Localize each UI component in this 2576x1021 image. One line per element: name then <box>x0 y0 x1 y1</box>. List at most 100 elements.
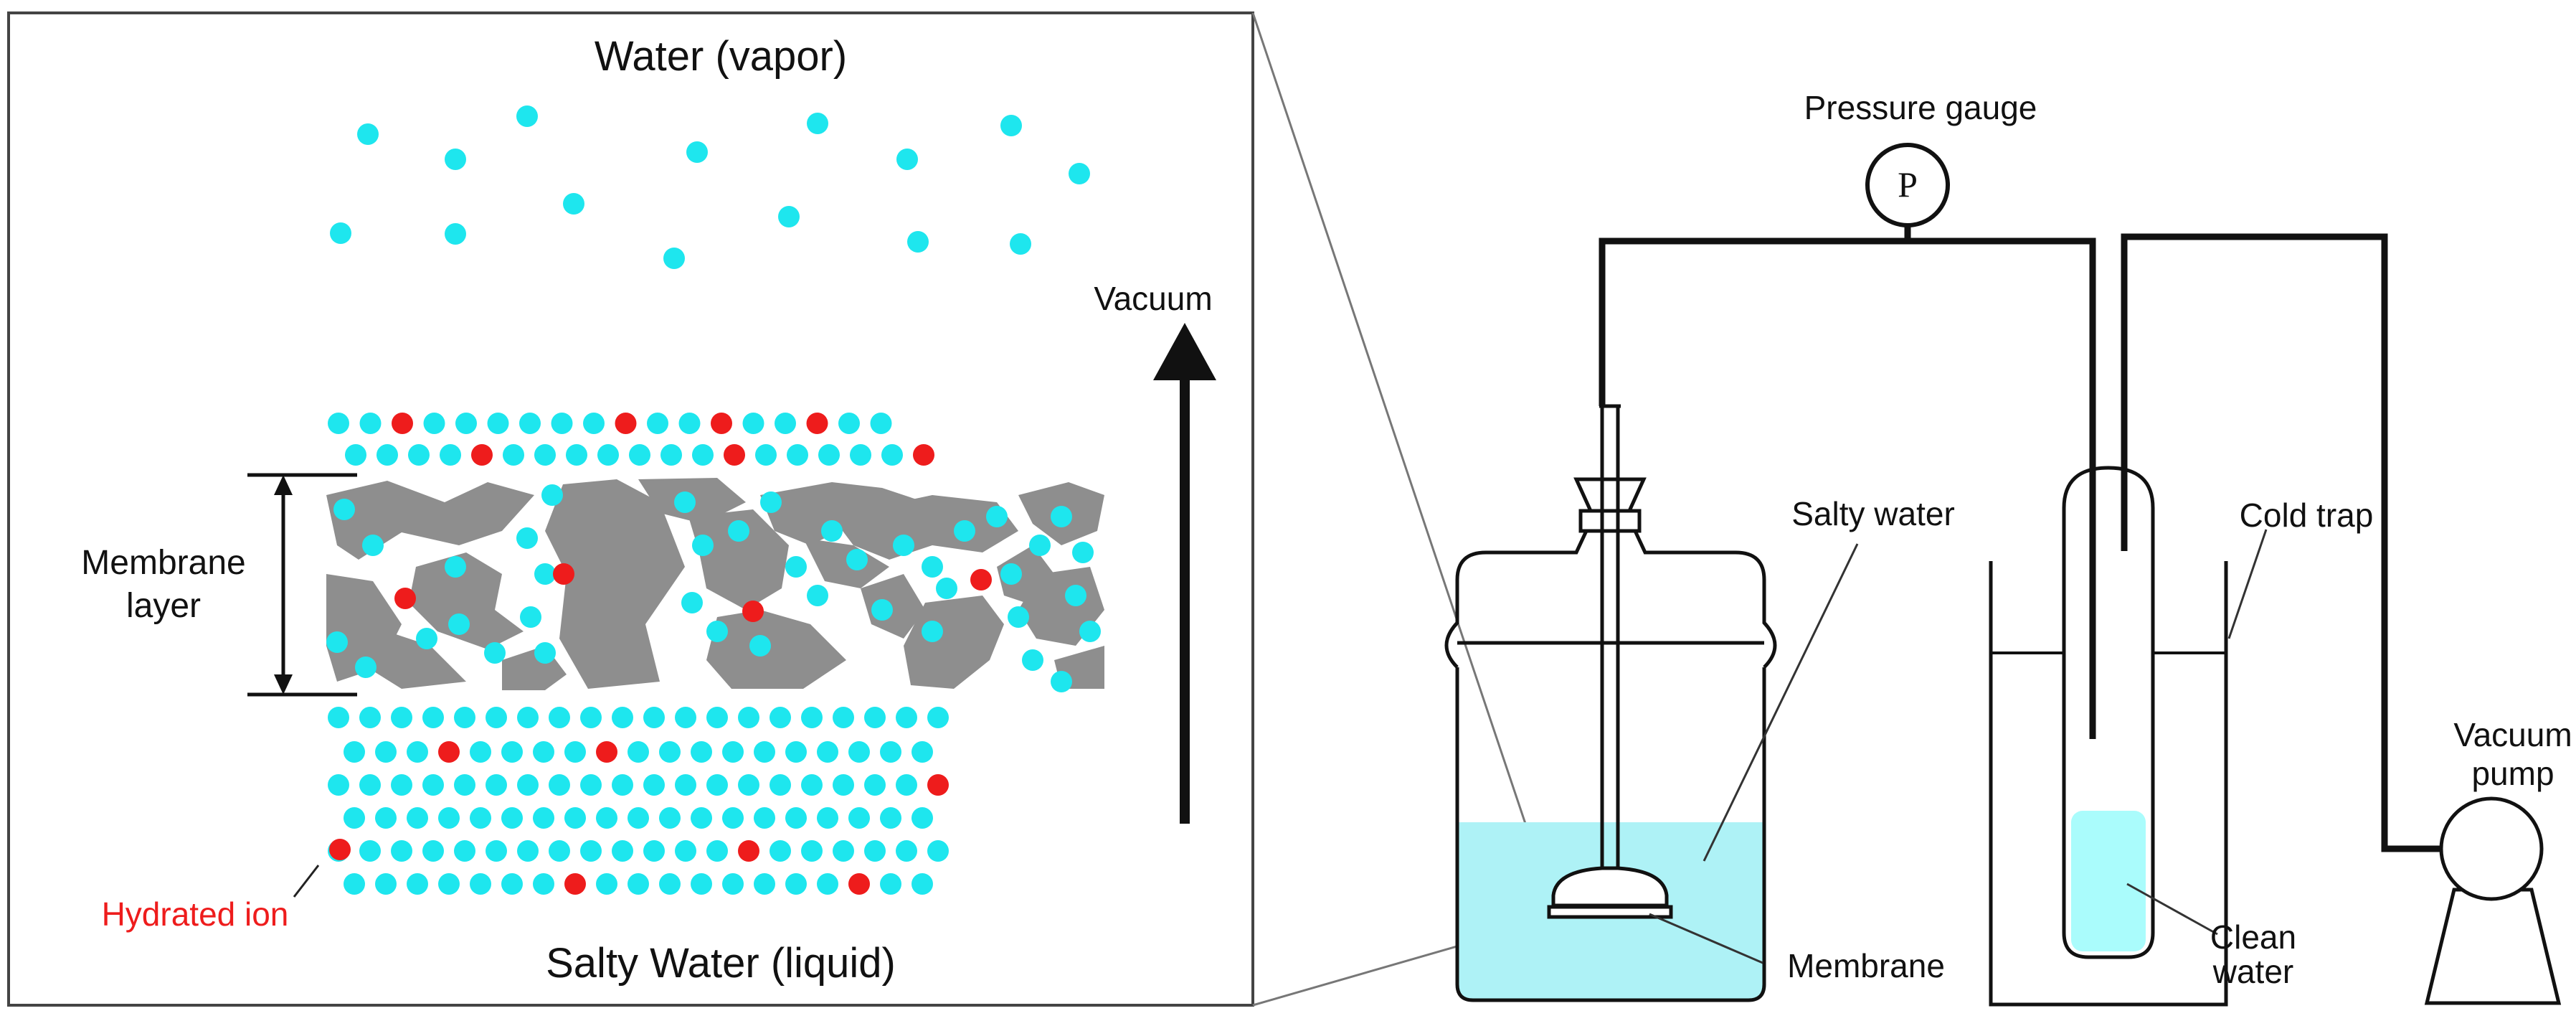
water-molecule <box>541 484 563 506</box>
pressure-gauge-dial <box>1865 143 1950 227</box>
water-molecule <box>344 807 365 829</box>
water-molecule <box>692 535 714 556</box>
vessel-tube <box>1599 404 1621 872</box>
water-molecule <box>675 774 696 796</box>
water-molecule <box>375 873 397 895</box>
water-molecule <box>691 741 712 763</box>
water-molecule <box>596 807 617 829</box>
water-molecule <box>692 444 714 466</box>
water-molecule <box>911 741 933 763</box>
water-molecule <box>643 840 665 862</box>
vessel <box>1444 530 1777 1002</box>
water-molecule <box>686 141 708 163</box>
water-molecule <box>785 873 807 895</box>
water-molecule <box>927 840 949 862</box>
membrane-grain <box>803 538 889 588</box>
hydrated-ion <box>564 873 586 895</box>
membrane-thickness-marker <box>247 473 357 697</box>
water-molecule <box>583 413 605 434</box>
water-molecule <box>407 741 428 763</box>
water-molecule <box>628 741 649 763</box>
membrane-grain <box>760 482 925 545</box>
hydrated-ion <box>711 413 732 434</box>
water-molecule <box>643 707 665 728</box>
water-molecule <box>880 873 901 895</box>
water-molecule <box>785 741 807 763</box>
water-molecule <box>563 193 584 215</box>
water-molecule <box>833 774 854 796</box>
water-molecule <box>580 707 602 728</box>
water-molecule <box>675 707 696 728</box>
water-molecule <box>487 413 509 434</box>
hydrated-ion <box>596 741 617 763</box>
cold-trap-inner-pipes <box>2089 459 2128 739</box>
water-molecule <box>722 807 744 829</box>
water-molecule <box>1029 535 1051 556</box>
water-molecule <box>807 113 828 134</box>
water-molecule <box>663 248 685 269</box>
water-molecule <box>691 873 712 895</box>
water-molecule <box>486 774 507 796</box>
water-molecule <box>848 741 870 763</box>
water-molecule <box>345 444 366 466</box>
water-molecule <box>817 741 838 763</box>
hydrated-ion-pointer <box>293 865 320 898</box>
water-molecule <box>706 707 728 728</box>
water-molecule <box>516 105 538 127</box>
hydrated-ion <box>392 413 413 434</box>
membrane-grain <box>409 552 524 649</box>
membrane-disc <box>1547 905 1673 919</box>
water-molecule <box>516 527 538 549</box>
water-molecule <box>754 741 775 763</box>
water-molecule <box>628 807 649 829</box>
water-molecule <box>454 840 475 862</box>
magnified-view-panel: Water (vapor) Vacuum Membrane layer Hydr… <box>7 11 1254 1007</box>
water-molecule <box>470 741 491 763</box>
membrane-grain <box>904 596 1004 689</box>
water-molecule <box>519 413 541 434</box>
water-molecule <box>801 774 823 796</box>
water-molecule <box>533 873 554 895</box>
water-molecule <box>422 774 444 796</box>
membrane-holder <box>1547 866 1673 919</box>
water-molecule <box>503 444 524 466</box>
water-molecule <box>566 444 587 466</box>
water-molecule <box>330 222 351 244</box>
hydrated-ion <box>738 840 759 862</box>
cold-trap-label: Cold trap <box>2240 497 2374 534</box>
water-molecule <box>377 444 398 466</box>
clean-water-label-line2: water <box>2212 953 2293 990</box>
water-molecule <box>785 807 807 829</box>
water-molecule <box>423 413 445 434</box>
water-molecule <box>1072 542 1094 563</box>
water-molecule <box>1069 163 1090 184</box>
leader-lines <box>1649 529 2268 964</box>
water-molecule <box>534 642 556 664</box>
pressure-gauge-symbol: P <box>1898 164 1918 204</box>
hydrated-ion-label: Hydrated ion <box>102 895 289 933</box>
water-molecule <box>818 444 840 466</box>
water-molecule <box>440 444 461 466</box>
salty-water-liquid-label: Salty Water (liquid) <box>546 940 896 987</box>
water-molecule <box>1022 649 1043 671</box>
vacuum-pump-label-line1: Vacuum <box>2453 716 2572 753</box>
water-molecule <box>706 621 728 642</box>
water-molecule <box>359 413 382 434</box>
water-molecule <box>807 585 828 606</box>
water-molecule <box>357 123 379 145</box>
hydrated-ion <box>927 774 949 796</box>
water-molecule <box>848 807 870 829</box>
water-molecule <box>659 807 681 829</box>
water-molecule <box>880 807 901 829</box>
water-molecule <box>408 444 430 466</box>
membrane-layer-label-line1: Membrane <box>81 544 245 582</box>
hydrated-ion <box>913 444 934 466</box>
pressure-gauge: P <box>1865 143 1950 227</box>
water-molecule <box>580 774 602 796</box>
membrane-layer-label-line2: layer <box>126 587 201 625</box>
water-molecule <box>817 873 838 895</box>
water-molecule <box>674 491 696 513</box>
water-molecule <box>846 549 868 570</box>
water-molecule <box>678 413 701 434</box>
hydrated-ion <box>724 444 745 466</box>
